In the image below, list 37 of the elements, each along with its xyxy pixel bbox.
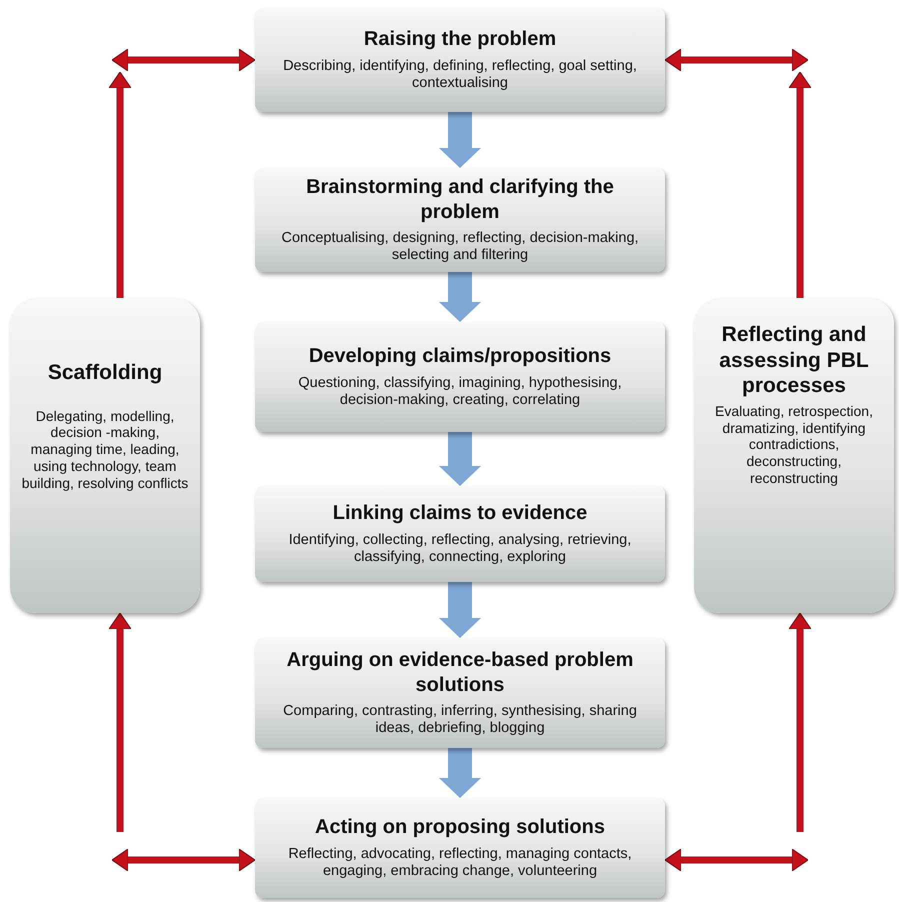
block-arrow — [439, 432, 481, 486]
arrow — [108, 612, 132, 832]
arrow — [112, 848, 256, 872]
process-box — [255, 638, 665, 748]
box-heading: Brainstorming and clarifying the problem — [305, 175, 615, 224]
box-heading: Raising the problem — [364, 27, 556, 52]
block-arrow — [439, 112, 481, 168]
box-heading: Scaffolding — [48, 360, 162, 386]
arrow — [788, 612, 812, 832]
box-description: Delegating, modelling, decision -making, managing time, leading, using technology, team building, resolving conflicts — [20, 408, 190, 492]
side-panel — [694, 298, 894, 613]
box-heading: Developing claims/propositions — [308, 344, 612, 369]
process-box — [255, 486, 665, 582]
box-heading: Reflecting and assessing PBL processes — [718, 322, 870, 399]
box-description: Reflecting, advocating, reflecting, managing contacts, engaging, embracing change, volunteering — [287, 846, 633, 881]
arrow — [664, 48, 808, 72]
box-description: Conceptualising, designing, reflecting, decision-making, selecting and filtering — [280, 230, 640, 265]
arrow — [108, 72, 132, 298]
box-heading: Arguing on evidence-based problem solutions — [286, 648, 634, 697]
process-box — [255, 168, 665, 272]
arrow — [664, 848, 808, 872]
arrow — [788, 72, 812, 298]
box-description: Evaluating, retrospection, dramatizing, identifying contradictions, deconstructing, reconstructing — [714, 402, 874, 487]
box-description: Questioning, classifying, imagining, hypothesising, decision-making, creating, correlating — [297, 374, 623, 410]
process-box — [255, 798, 665, 898]
box-description: Comparing, contrasting, inferring, synthesising, sharing ideas, debriefing, blogging — [282, 703, 638, 738]
block-arrow — [439, 748, 481, 798]
side-panel — [10, 298, 200, 613]
process-box — [255, 322, 665, 432]
box-heading: Linking claims to evidence — [332, 501, 588, 526]
block-arrow — [439, 272, 481, 322]
arrow — [112, 48, 256, 72]
box-description: Describing, identifying, defining, reflecting, goal setting, contextualising — [282, 58, 638, 93]
process-box — [255, 8, 665, 112]
block-arrow — [439, 582, 481, 638]
box-heading: Acting on proposing solutions — [315, 815, 605, 840]
box-description: Identifying, collecting, reflecting, analysing, retrieving, classifying, connecting, exploring — [288, 532, 632, 567]
